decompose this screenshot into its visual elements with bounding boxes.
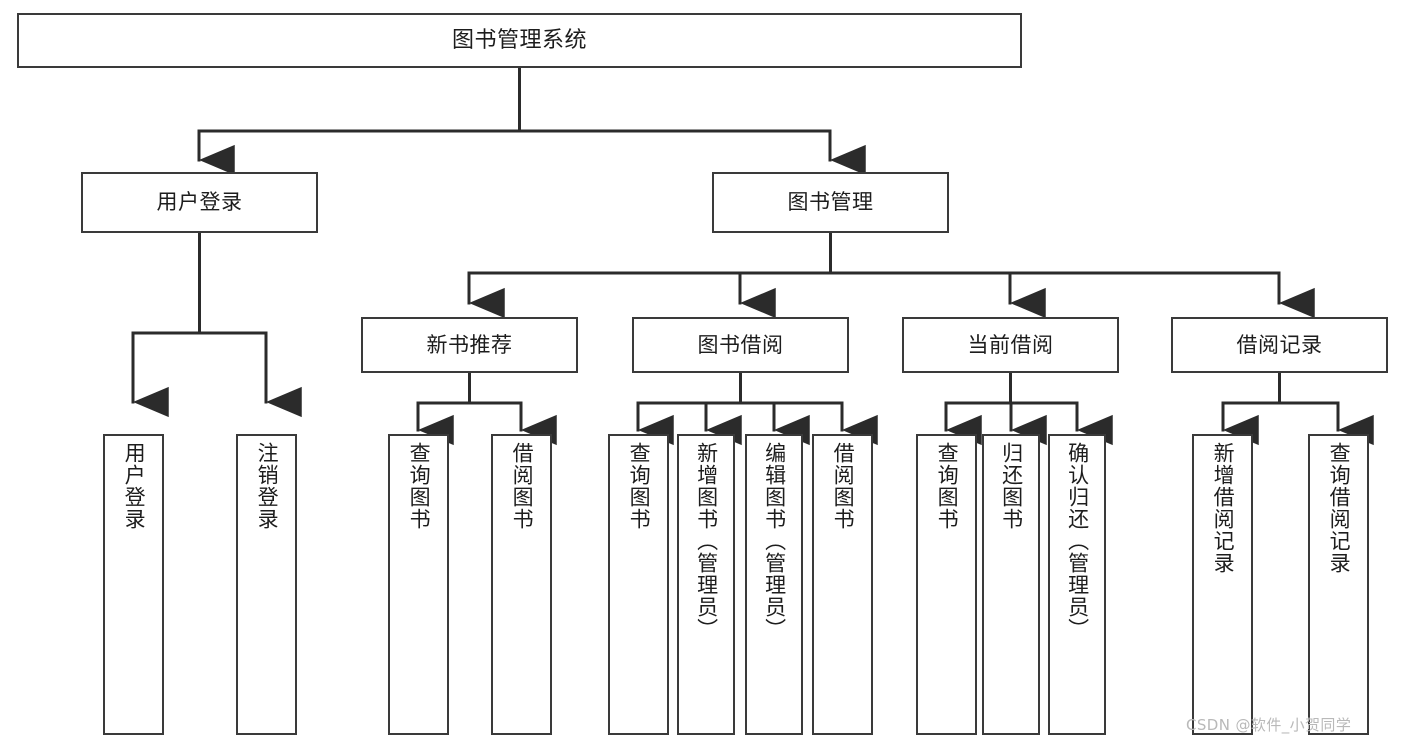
- node-label: 用户登录: [156, 190, 243, 215]
- node-label: 确认归还（管理员）: [1065, 442, 1090, 640]
- leaf-borrow-record-add[interactable]: 新增借阅记录: [1192, 434, 1253, 735]
- node-label: 借阅图书: [510, 442, 535, 530]
- node-borrow-record[interactable]: 借阅记录: [1171, 317, 1388, 373]
- node-label: 查询借阅记录: [1327, 442, 1352, 574]
- node-book-management[interactable]: 图书管理: [712, 172, 949, 233]
- node-label: 图书管理: [787, 190, 874, 215]
- node-label: 查询图书: [627, 442, 652, 530]
- node-user-login[interactable]: 用户登录: [81, 172, 318, 233]
- node-label: 用户登录: [122, 442, 147, 530]
- node-label: 新书推荐: [426, 332, 513, 357]
- node-label: 新增图书（管理员）: [694, 442, 719, 640]
- leaf-user-login-logout[interactable]: 注销登录: [236, 434, 297, 735]
- leaf-current-borrow-query[interactable]: 查询图书: [916, 434, 977, 735]
- node-label: 借阅记录: [1236, 332, 1323, 357]
- node-label: 查询图书: [407, 442, 432, 530]
- leaf-user-login-login[interactable]: 用户登录: [103, 434, 164, 735]
- node-label: 注销登录: [255, 442, 280, 530]
- leaf-book-borrow-add[interactable]: 新增图书（管理员）: [677, 434, 735, 735]
- leaf-book-borrow-edit[interactable]: 编辑图书（管理员）: [745, 434, 803, 735]
- node-label: 归还图书: [999, 442, 1024, 530]
- node-label: 图书借阅: [697, 332, 784, 357]
- leaf-borrow-record-query[interactable]: 查询借阅记录: [1308, 434, 1369, 735]
- node-label: 借阅图书: [831, 442, 856, 530]
- leaf-new-book-query[interactable]: 查询图书: [388, 434, 449, 735]
- watermark-text: CSDN @软件_小贺同学: [1186, 716, 1352, 734]
- node-current-borrow[interactable]: 当前借阅: [902, 317, 1119, 373]
- node-label: 编辑图书（管理员）: [762, 442, 787, 640]
- leaf-book-borrow-query[interactable]: 查询图书: [608, 434, 669, 735]
- node-label: 当前借阅: [967, 332, 1054, 357]
- node-new-book-recommend[interactable]: 新书推荐: [361, 317, 578, 373]
- leaf-new-book-borrow[interactable]: 借阅图书: [491, 434, 552, 735]
- node-root-system[interactable]: 图书管理系统: [17, 13, 1022, 68]
- node-label: 图书管理系统: [451, 27, 587, 53]
- node-label: 新增借阅记录: [1211, 442, 1236, 574]
- leaf-book-borrow-borrow[interactable]: 借阅图书: [812, 434, 873, 735]
- node-label: 查询图书: [935, 442, 960, 530]
- leaf-current-borrow-confirm[interactable]: 确认归还（管理员）: [1048, 434, 1106, 735]
- node-book-borrow[interactable]: 图书借阅: [632, 317, 849, 373]
- leaf-current-borrow-return[interactable]: 归还图书: [982, 434, 1040, 735]
